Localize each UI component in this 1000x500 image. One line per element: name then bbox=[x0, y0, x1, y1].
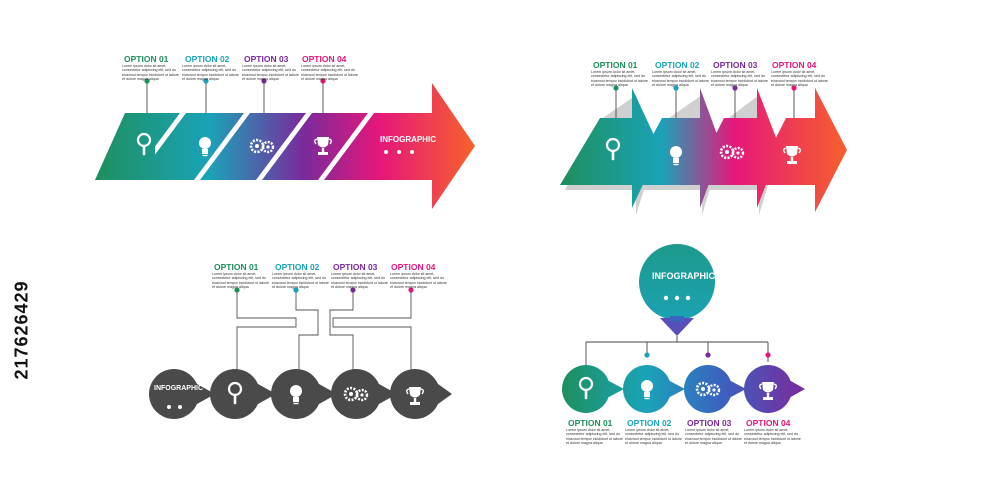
panel4-option-1: OPTION 01 bbox=[568, 418, 613, 428]
panel1-dot-1 bbox=[144, 78, 150, 84]
panel4-title: INFOGRAPHIC bbox=[652, 271, 715, 281]
panel4-body-4: Lorem ipsum dolor sit amet, consectetur … bbox=[744, 428, 801, 446]
panel1-body-3: Lorem ipsum dolor sit amet, consectetur … bbox=[242, 64, 299, 82]
panel1-option-4: OPTION 04 bbox=[302, 54, 347, 64]
panel4-dot-2 bbox=[644, 352, 650, 358]
panel2-dot-3 bbox=[732, 85, 738, 91]
panel2-body-4: Lorem ipsum dolor sit amet, consectetur … bbox=[771, 70, 828, 88]
panel1-body-4: Lorem ipsum dolor sit amet, consectetur … bbox=[301, 64, 358, 82]
panel1-option-3: OPTION 03 bbox=[244, 54, 289, 64]
panel2-connectors bbox=[615, 88, 795, 118]
panel3-first-label: INFOGRAPHIC bbox=[154, 385, 203, 392]
dots-icon bbox=[167, 405, 182, 409]
panel1-dot-3 bbox=[261, 78, 267, 84]
panel4-connectors bbox=[585, 336, 769, 366]
panel3-option-2: OPTION 02 bbox=[275, 262, 320, 272]
panel3-body-4: Lorem ipsum dolor sit amet, consectetur … bbox=[390, 272, 447, 290]
panel3-dot-3 bbox=[350, 287, 356, 293]
panel3-option-4: OPTION 04 bbox=[391, 262, 436, 272]
panel4-title-bubble bbox=[639, 244, 715, 336]
panel3-option-1: OPTION 01 bbox=[214, 262, 259, 272]
panel1-body-2: Lorem ipsum dolor sit amet, consectetur … bbox=[182, 64, 239, 82]
panel1-body-1: Lorem ipsum dolor sit amet, consectetur … bbox=[122, 64, 179, 82]
stock-id: 217626429 bbox=[11, 280, 32, 380]
panel4-dot-3 bbox=[705, 352, 711, 358]
panel2-option-3: OPTION 03 bbox=[713, 60, 758, 70]
panel3-dot-1 bbox=[234, 287, 240, 293]
panel1-option-1: OPTION 01 bbox=[124, 54, 169, 64]
panel2-option-4: OPTION 04 bbox=[772, 60, 817, 70]
panel2-arrows bbox=[560, 88, 847, 212]
panel3-option-3: OPTION 03 bbox=[333, 262, 378, 272]
panel4-option-3: OPTION 03 bbox=[687, 418, 732, 428]
panel2-dot-2 bbox=[673, 85, 679, 91]
panel3-body-1: Lorem ipsum dolor sit amet, consectetur … bbox=[212, 272, 269, 290]
panel4-dot-4 bbox=[765, 352, 771, 358]
panel2-body-1: Lorem ipsum dolor sit amet, consectetur … bbox=[591, 70, 648, 88]
panel3-connectors bbox=[236, 290, 412, 372]
panel4-body-3: Lorem ipsum dolor sit amet, consectetur … bbox=[685, 428, 742, 446]
panel1-arrow bbox=[95, 83, 475, 209]
panel4-body-1: Lorem ipsum dolor sit amet, consectetur … bbox=[566, 428, 623, 446]
panel2-option-1: OPTION 01 bbox=[593, 60, 638, 70]
panel3-dot-4 bbox=[408, 287, 414, 293]
panel2-dot-4 bbox=[791, 85, 797, 91]
panel2-option-2: OPTION 02 bbox=[655, 60, 700, 70]
panel4-option-4: OPTION 04 bbox=[746, 418, 791, 428]
panel1-dot-2 bbox=[203, 78, 209, 84]
panel2-body-2: Lorem ipsum dolor sit amet, consectetur … bbox=[652, 70, 709, 88]
panel1-connectors bbox=[146, 81, 324, 113]
panel3-body-3: Lorem ipsum dolor sit amet, consectetur … bbox=[331, 272, 388, 290]
panel3-dot-2 bbox=[293, 287, 299, 293]
dots-icon bbox=[384, 150, 414, 154]
panel1-option-2: OPTION 02 bbox=[185, 54, 230, 64]
panel3-body-2: Lorem ipsum dolor sit amet, consectetur … bbox=[272, 272, 329, 290]
panel2-body-3: Lorem ipsum dolor sit amet, consectetur … bbox=[711, 70, 768, 88]
dots-icon bbox=[663, 295, 691, 301]
panel1-center-label: INFOGRAPHIC bbox=[380, 135, 436, 144]
panel4-option-2: OPTION 02 bbox=[627, 418, 672, 428]
panel4-body-2: Lorem ipsum dolor sit amet, consectetur … bbox=[625, 428, 682, 446]
panel1-dot-4 bbox=[320, 78, 326, 84]
panel2-dot-1 bbox=[613, 85, 619, 91]
